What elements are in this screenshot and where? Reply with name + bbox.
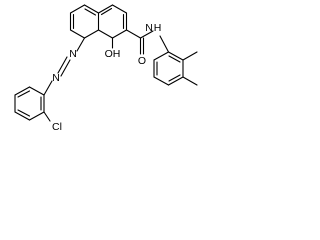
azo-n-lower-label: N — [52, 72, 60, 84]
chlorophenyl-ring — [14, 86, 51, 122]
carbonyl-o-label: O — [138, 55, 146, 67]
chloro-label: Cl — [52, 121, 62, 133]
naphthalene-right-ring — [97, 4, 128, 39]
amide-group — [125, 29, 170, 55]
naphthalene-left-ring — [69, 4, 100, 39]
dimethylphenyl-ring — [153, 51, 198, 86]
azo-linkage — [43, 37, 86, 96]
chemical-structure: N N OH N H O Cl — [14, 4, 198, 133]
azo-n-upper-label: N — [69, 48, 77, 60]
hydroxyl-label: OH — [105, 48, 121, 60]
amide-n-label: N — [145, 22, 153, 34]
amide-h-label: H — [154, 22, 162, 34]
